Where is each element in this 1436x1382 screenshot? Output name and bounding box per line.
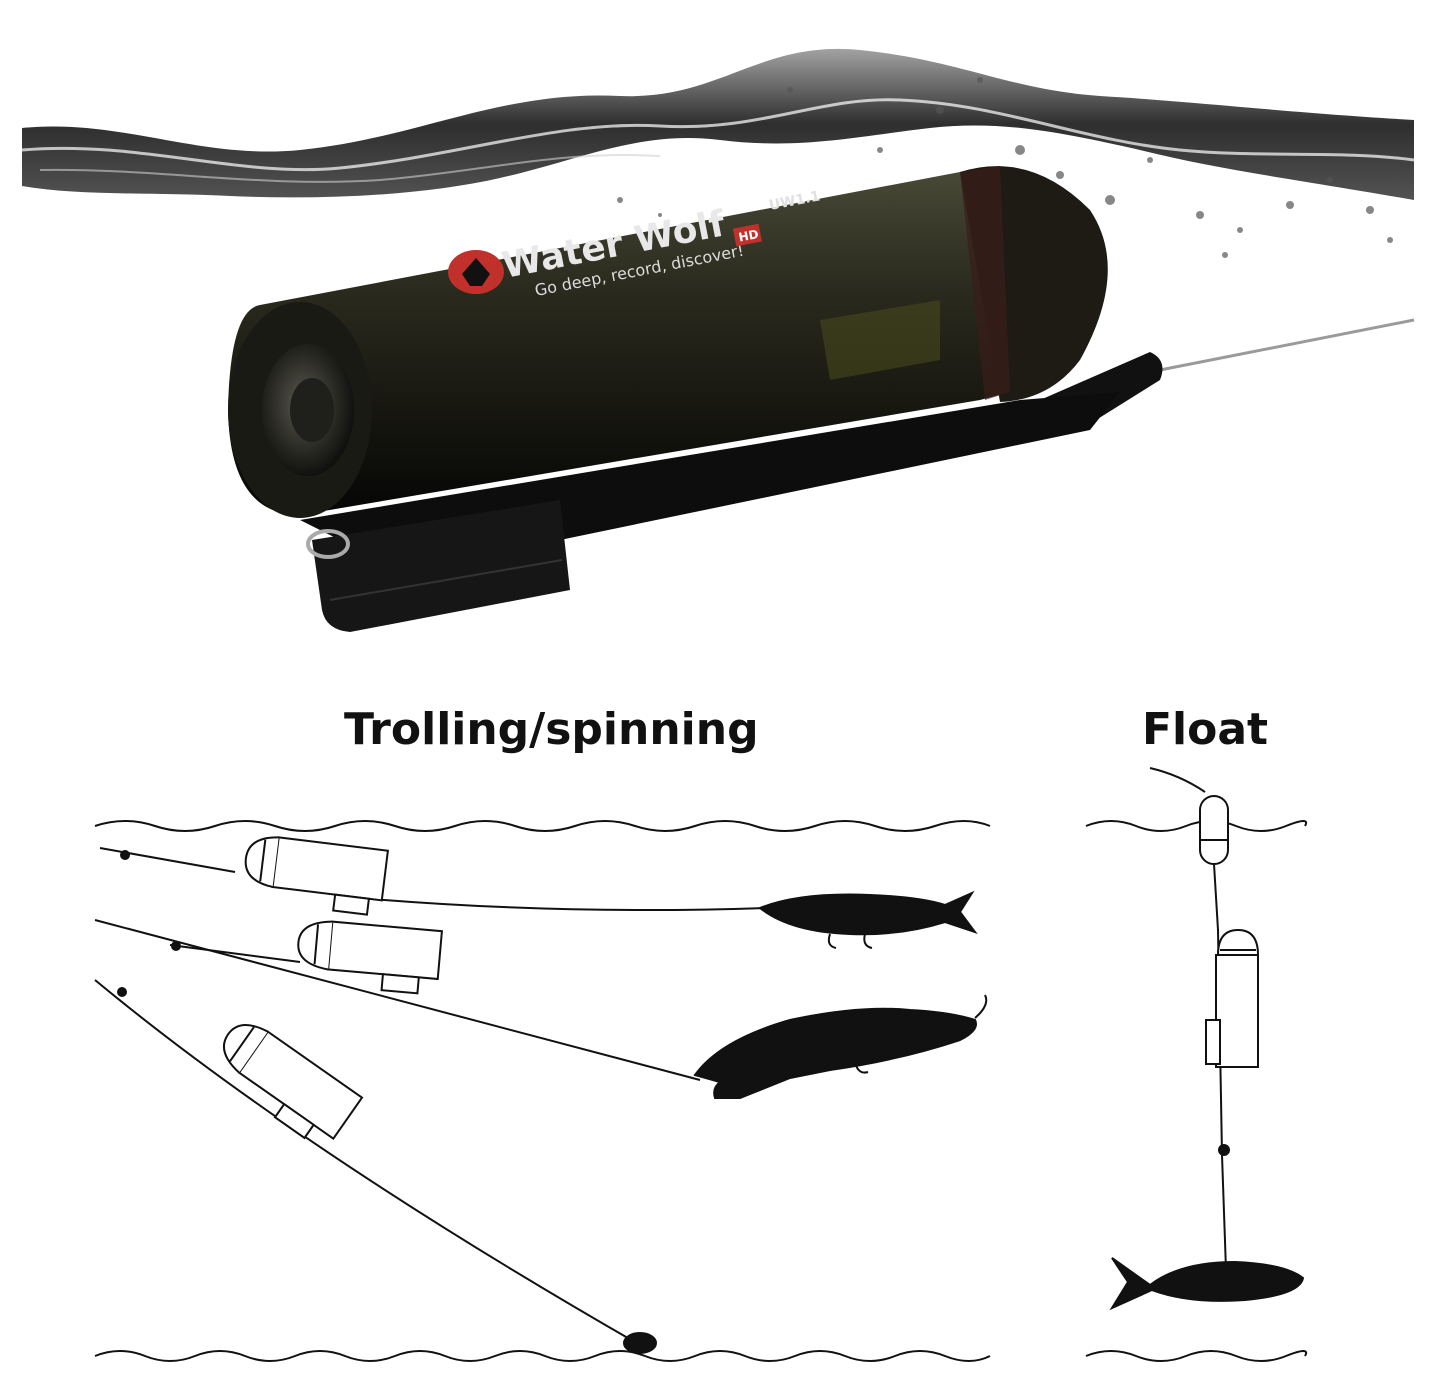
lure-icon (758, 890, 978, 936)
trolling-camera-3 (222, 1024, 364, 1140)
float-icon (1199, 795, 1229, 865)
float-camera (1205, 928, 1260, 1068)
trolling-title: Trolling/spinning (344, 704, 759, 755)
bait-fish-icon (1109, 1257, 1305, 1311)
float-diagram (1085, 767, 1308, 1362)
float-title: Float (1142, 704, 1269, 755)
water-splash (21, 48, 1415, 258)
trolling-diagram (94, 820, 991, 1362)
lure-icon (693, 1007, 977, 1099)
sinker-icon (623, 1332, 657, 1354)
hd-badge: HD (737, 227, 759, 245)
camera (228, 166, 1415, 632)
trolling-camera-1 (244, 836, 390, 916)
trolling-camera-2 (297, 920, 443, 995)
